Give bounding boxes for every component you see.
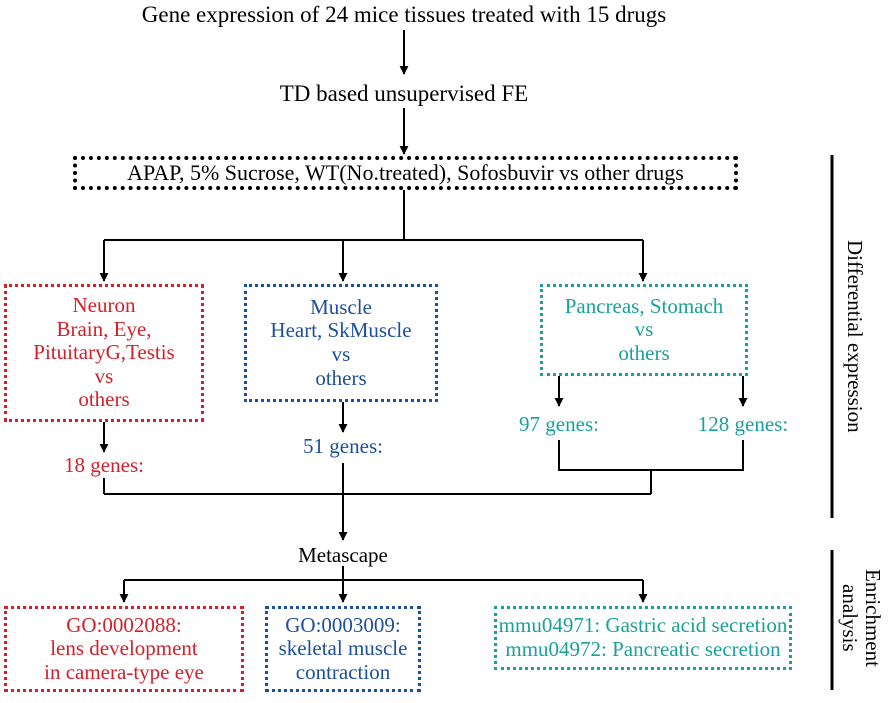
fe-step-text: TD based unsupervised FE [279,81,529,106]
pancreas-group-line-2: vs [634,317,654,342]
neuron-group-line-4: vs [94,363,114,388]
neuron-enrichment-line-2: lens development [50,636,198,661]
muscle-enrichment-box: GO:0003009: skeletal muscle contraction [265,606,421,692]
drug-selection-text: APAP, 5% Sucrose, WT(No.treated), Sofosb… [127,159,684,185]
neuron-group-line-1: Neuron [72,293,136,318]
pancreas-enrichment-box: mmu04971: Gastric acid secretion mmu0497… [494,606,792,670]
neuron-group-line-3: PituitaryG,Testis [33,340,175,365]
muscle-group-line-4: others [315,365,367,390]
muscle-enrichment-line-2: skeletal muscle [278,636,408,661]
neuron-enrichment-line-3: in camera-type eye [44,659,204,684]
muscle-group-box: Muscle Heart, SkMuscle vs others [244,284,438,402]
muscle-gene-count: 51 genes: [303,434,383,458]
enrichment-analysis-label: Enrichment analysis [838,548,886,688]
neuron-enrichment-box: GO:0002088: lens development in camera-t… [4,606,244,692]
neuron-gene-count: 18 genes: [64,453,144,477]
metascape-text: Metascape [298,543,388,567]
muscle-enrichment-line-3: contraction [295,659,391,684]
neuron-enrichment-line-1: GO:0002088: [66,612,182,637]
enrichment-label-line-2: analysis [838,584,863,652]
differential-expression-label: Differential expression [843,239,868,433]
title-text: Gene expression of 24 mice tissues treat… [141,2,667,27]
drug-selection-box: APAP, 5% Sucrose, WT(No.treated), Sofosb… [73,156,738,190]
muscle-group-line-1: Muscle [310,294,372,319]
pancreas-group-line-1: Pancreas, Stomach [564,293,724,318]
muscle-group-line-3: vs [331,342,351,366]
pancreas-enrichment-line-1: mmu04971: Gastric acid secretion [498,613,788,638]
muscle-enrichment-line-1: GO:0003009: [285,612,401,637]
pancreas-group-box: Pancreas, Stomach vs others [540,284,748,376]
neuron-group-box: Neuron Brain, Eye, PituitaryG,Testis vs … [4,284,204,422]
muscle-group-line-2: Heart, SkMuscle [270,318,412,343]
bracket-pancreas-genes [558,440,744,471]
pancreas-group-line-3: others [618,340,670,365]
pancreas-enrichment-line-2: mmu04972: Pancreatic secretion [505,637,781,661]
pancreas-gene-count-b: 128 genes: [697,412,789,436]
pancreas-gene-count-a: 97 genes: [519,412,599,436]
enrichment-label-line-1: Enrichment [861,569,886,667]
neuron-group-line-2: Brain, Eye, [56,316,152,341]
neuron-group-line-5: others [78,387,130,412]
